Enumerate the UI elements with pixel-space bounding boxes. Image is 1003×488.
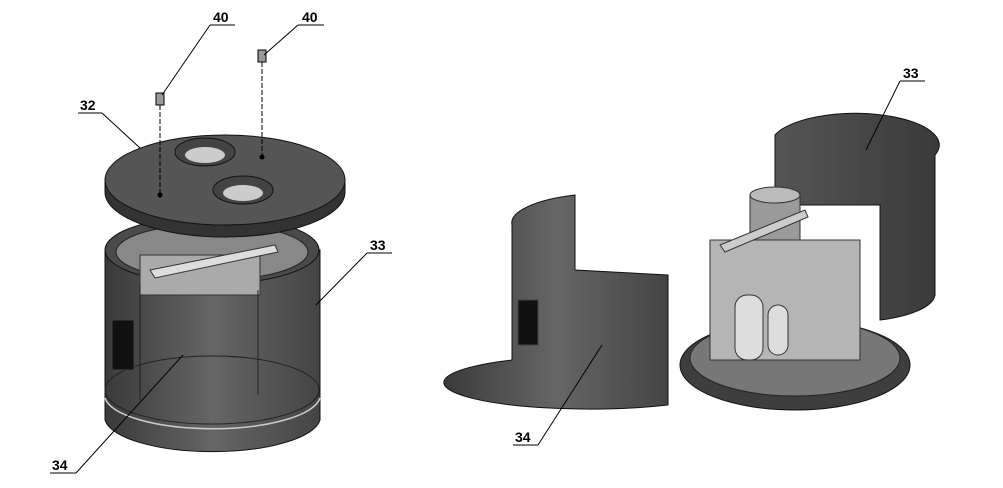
screws-40 <box>155 49 267 193</box>
callout-33-right: 33 <box>865 65 925 151</box>
callout-label: 33 <box>370 237 386 253</box>
rear-shell-33 <box>774 112 940 321</box>
right-assembly <box>443 112 940 411</box>
display-panel <box>111 319 135 371</box>
callout-40-right: 40 <box>263 9 324 56</box>
compressor <box>734 294 764 361</box>
base-with-components <box>679 186 911 411</box>
callout-label: 40 <box>213 9 229 25</box>
receiver <box>767 304 789 356</box>
callout-label: 34 <box>52 457 68 473</box>
callout-label: 34 <box>515 429 531 445</box>
callout-label: 32 <box>80 97 96 113</box>
callout-label: 33 <box>903 65 919 81</box>
callout-33-left: 33 <box>315 237 392 306</box>
left-assembly <box>104 49 346 453</box>
callout-32: 32 <box>78 97 141 149</box>
bracket <box>149 244 279 279</box>
front-shell-34 <box>443 194 669 410</box>
top-cover-32 <box>104 134 346 238</box>
callout-label: 40 <box>302 9 318 25</box>
base-and-body <box>104 215 321 453</box>
callout-34-left: 34 <box>50 354 184 474</box>
callout-40-left: 40 <box>161 9 235 96</box>
callout-34-right: 34 <box>513 344 603 446</box>
